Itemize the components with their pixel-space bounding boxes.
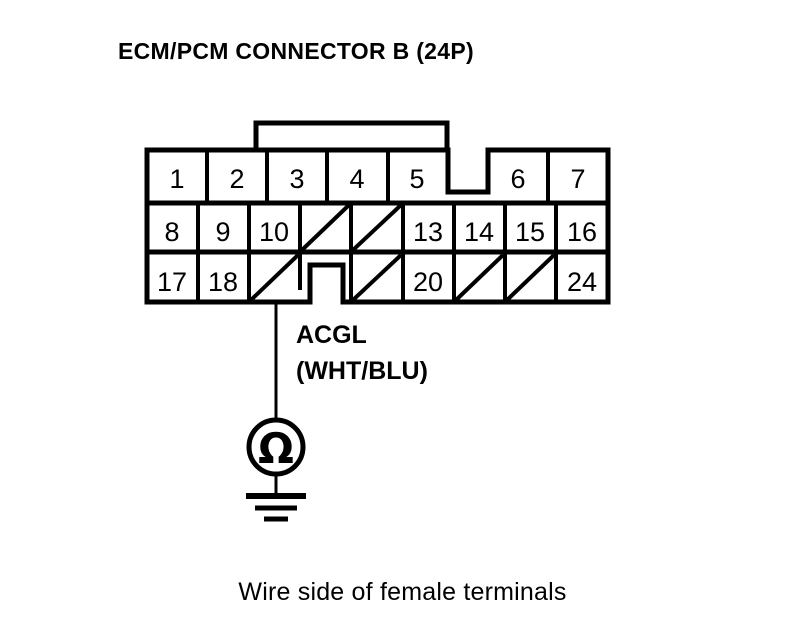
figure-caption: Wire side of female terminals	[238, 578, 567, 606]
connector-row1-outline	[144, 147, 611, 206]
connector-row3-blank-slashes	[249, 253, 556, 302]
pin-label-4: 4	[349, 164, 364, 194]
pin-label-10: 10	[259, 217, 289, 247]
pin-label-7: 7	[570, 164, 585, 194]
ohm-symbol-glyph: Ω	[258, 424, 294, 473]
pin-label-2: 2	[229, 164, 244, 194]
pin-label-9: 9	[215, 217, 230, 247]
wire-color-label: (WHT/BLU)	[296, 357, 428, 385]
connector-row2-dividers	[196, 203, 558, 252]
signal-name-label: ACGL	[296, 321, 367, 349]
pin-label-3: 3	[289, 164, 304, 194]
pin-label-18: 18	[208, 267, 238, 297]
pin-label-20: 20	[413, 267, 443, 297]
ground-icon	[246, 493, 306, 522]
pin-label-16: 16	[567, 217, 597, 247]
pin-label-15: 15	[515, 217, 545, 247]
pin-label-6: 6	[510, 164, 525, 194]
connector-row3-dividers	[196, 252, 558, 302]
pin-label-24: 24	[567, 267, 597, 297]
page-title: ECM/PCM CONNECTOR B (24P)	[118, 38, 474, 64]
pin-label-8: 8	[164, 217, 179, 247]
connector-row2-blank-slashes	[300, 203, 403, 252]
pin-label-5: 5	[409, 164, 424, 194]
connector-row1-dividers	[205, 150, 550, 203]
pin-label-13: 13	[413, 217, 443, 247]
pin-label-14: 14	[464, 217, 494, 247]
connector-top-tab	[253, 120, 450, 150]
pin-label-1: 1	[169, 164, 184, 194]
pin-label-17: 17	[157, 267, 187, 297]
